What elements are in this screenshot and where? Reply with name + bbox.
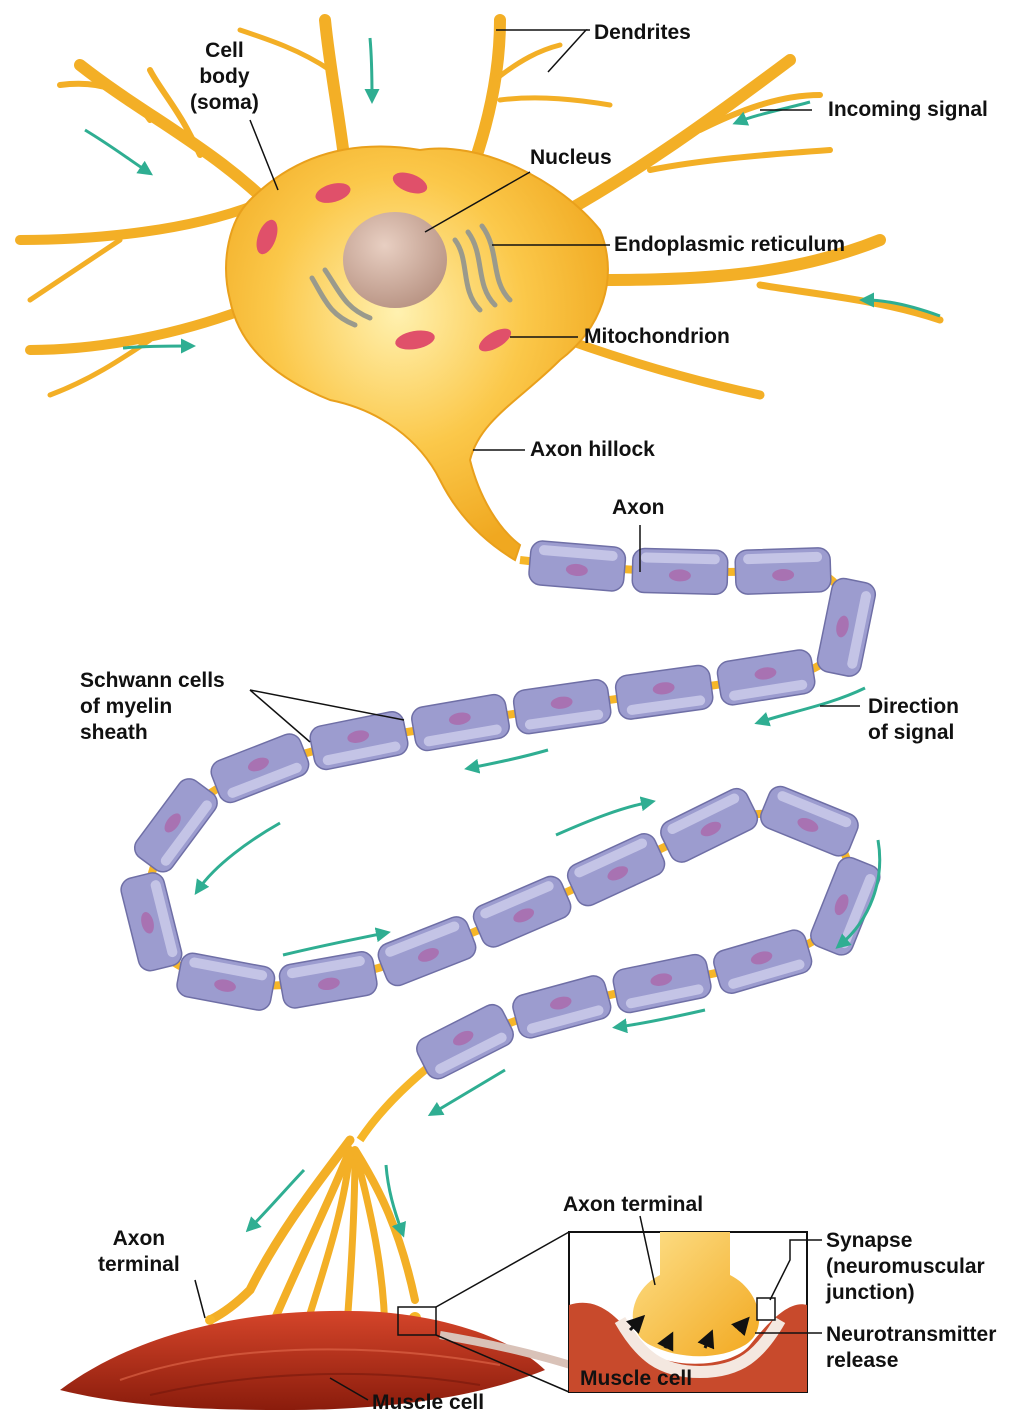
- schwann-cell: [716, 648, 817, 706]
- label-direction-of-signal: Direction of signal: [868, 694, 959, 746]
- label-synapse: Synapse (neuromuscular junction): [826, 1228, 985, 1306]
- schwann-cell: [735, 548, 831, 595]
- label-cell-body: Cell body (soma): [190, 38, 259, 116]
- schwann-cell: [375, 913, 480, 989]
- label-incoming-signal: Incoming signal: [828, 97, 988, 123]
- label-schwann-cells-line: Schwann cells: [80, 668, 225, 694]
- nucleus: [343, 212, 447, 308]
- schwann-cell: [175, 951, 277, 1012]
- schwann-cell: [815, 576, 877, 678]
- cell-body: [226, 147, 608, 560]
- label-schwann-cells: Schwann cells of myelin sheath: [80, 668, 225, 746]
- label-neurotransmitter-line: Neurotransmitter: [826, 1322, 996, 1348]
- schwann-cell: [564, 830, 669, 910]
- label-direction-line: Direction: [868, 694, 959, 720]
- schwann-cell: [632, 548, 728, 594]
- schwann-cell: [614, 664, 714, 721]
- label-nucleus: Nucleus: [530, 145, 612, 171]
- label-dendrites: Dendrites: [594, 20, 691, 46]
- schwann-cells: [119, 540, 884, 1083]
- label-schwann-cells-line: of myelin: [80, 694, 225, 720]
- schwann-cell: [130, 774, 222, 877]
- label-axon-terminal-line: Axon: [98, 1226, 180, 1252]
- schwann-cell: [757, 783, 862, 860]
- label-neurotransmitter-release: Neurotransmitter release: [826, 1322, 996, 1374]
- schwann-cell: [512, 678, 612, 735]
- label-cell-body-line: Cell: [190, 38, 259, 64]
- label-axon-terminal-inset: Axon terminal: [563, 1192, 703, 1218]
- schwann-cell: [711, 927, 815, 996]
- label-synapse-line: Synapse: [826, 1228, 985, 1254]
- label-neurotransmitter-line: release: [826, 1348, 996, 1374]
- schwann-cell: [510, 973, 613, 1040]
- label-direction-line: of signal: [868, 720, 959, 746]
- label-cell-body-line: body: [190, 64, 259, 90]
- label-axon-terminal-line: terminal: [98, 1252, 180, 1278]
- label-synapse-line: junction): [826, 1280, 985, 1306]
- schwann-cell: [807, 854, 883, 959]
- schwann-cell: [657, 785, 762, 867]
- schwann-cell: [470, 873, 575, 951]
- label-axon-hillock: Axon hillock: [530, 437, 655, 463]
- schwann-cell: [278, 950, 379, 1010]
- label-muscle-cell: Muscle cell: [372, 1390, 484, 1416]
- label-axon-terminal: Axon terminal: [98, 1226, 180, 1278]
- schwann-cell: [528, 540, 626, 592]
- schwann-cell: [410, 693, 511, 753]
- label-axon: Axon: [612, 495, 665, 521]
- axon-core: [149, 560, 850, 1140]
- label-cell-body-line: (soma): [190, 90, 259, 116]
- schwann-cell: [119, 870, 185, 973]
- schwann-cell: [611, 952, 713, 1014]
- label-mitochondrion: Mitochondrion: [584, 324, 730, 350]
- muscle-cell: [60, 1311, 600, 1410]
- label-muscle-cell-inset: Muscle cell: [580, 1366, 692, 1392]
- label-schwann-cells-line: sheath: [80, 720, 225, 746]
- label-synapse-line: (neuromuscular: [826, 1254, 985, 1280]
- label-endoplasmic-reticulum: Endoplasmic reticulum: [614, 232, 845, 258]
